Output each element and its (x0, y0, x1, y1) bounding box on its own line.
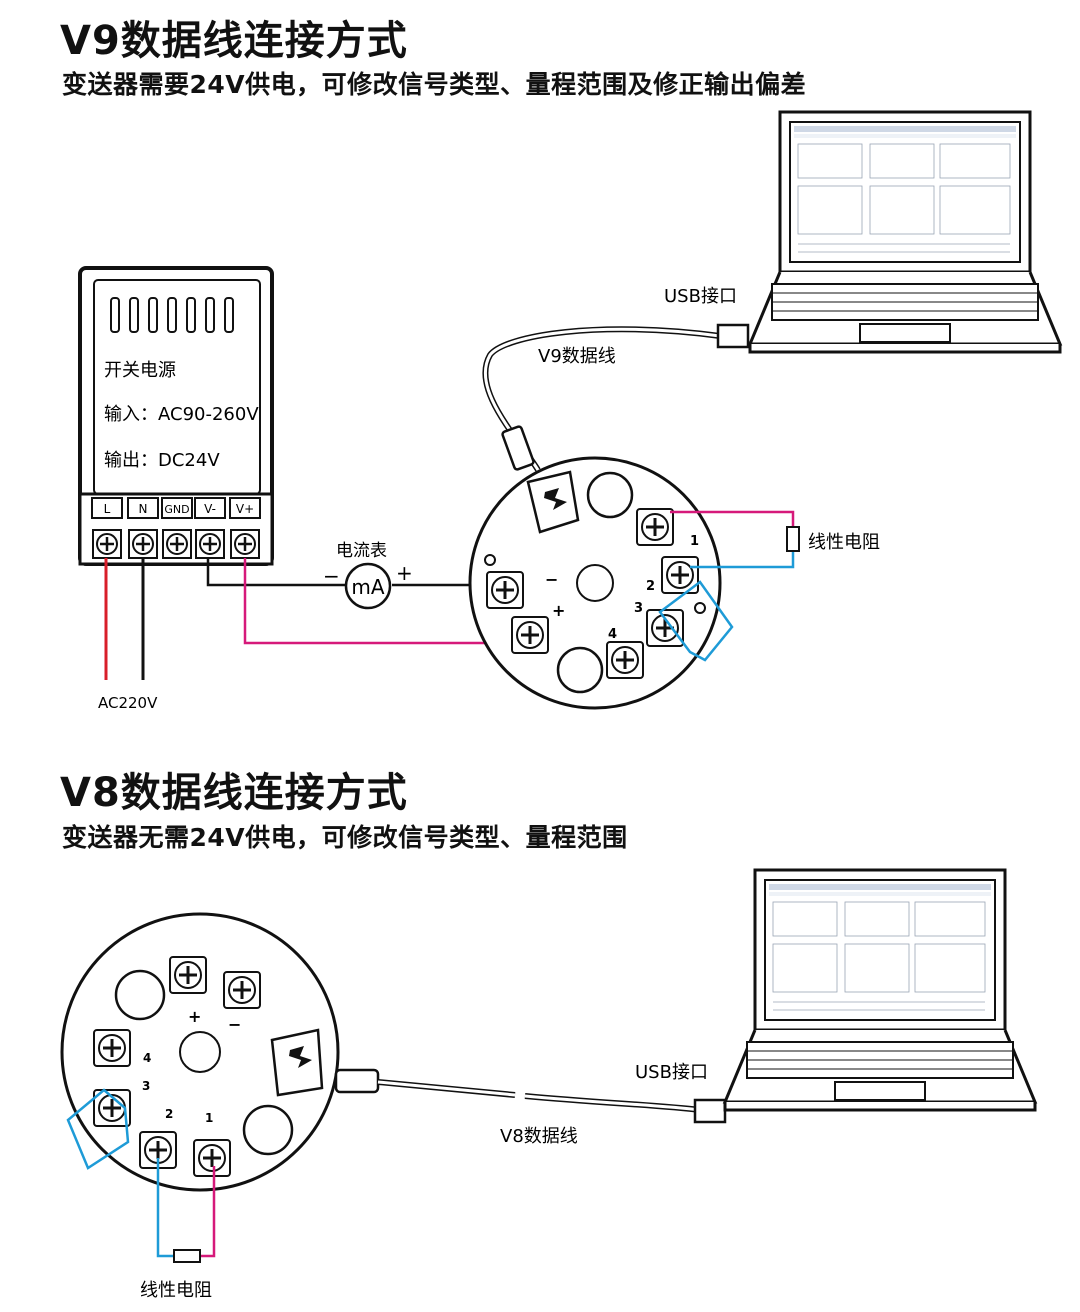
v8-term-plus: + (188, 1007, 201, 1026)
v9-resistor (786, 526, 800, 552)
v9-title: V9数据线连接方式 (60, 18, 408, 64)
v9-resistor-label: 线性电阻 (808, 532, 880, 553)
v8-cable-plug (334, 1068, 380, 1094)
v9-term-2: 2 (646, 579, 655, 594)
v8-resistor (173, 1249, 201, 1263)
v8-term-2: 2 (165, 1107, 173, 1121)
v8-resistor-wire-magenta (200, 1166, 216, 1258)
v8-term-4: 4 (143, 1051, 151, 1065)
v9-jumper (658, 580, 734, 662)
terminal-v-plus: V+ (236, 502, 254, 516)
v9-term-minus: − (545, 570, 558, 589)
wire-v-plus (243, 558, 520, 645)
v8-title: V8数据线连接方式 (60, 770, 408, 816)
ac-label: AC220V (98, 694, 158, 712)
ammeter-label: 电流表 (336, 541, 387, 561)
ammeter-minus: − (323, 564, 340, 588)
terminal-v-minus: V- (204, 502, 216, 516)
psu-terminal-block (91, 497, 261, 560)
wire-v-minus (206, 558, 345, 587)
v8-subtitle: 变送器无需24V供电，可修改信号类型、量程范围 (62, 823, 628, 852)
terminal-l: L (104, 502, 111, 516)
v8-cable-label: V8数据线 (500, 1126, 578, 1147)
v9-transmitter (468, 456, 722, 710)
v8-jumper (66, 1088, 130, 1170)
v8-term-1: 1 (205, 1111, 213, 1125)
v9-resistor-wire-1 (670, 510, 795, 528)
psu-label: 开关电源 (104, 360, 176, 381)
ammeter-unit: mA (351, 575, 384, 599)
terminal-n: N (139, 502, 148, 516)
v8-resistor-wire-blue (156, 1158, 175, 1258)
v8-term-3: 3 (142, 1079, 150, 1093)
ammeter (344, 562, 392, 610)
v9-usb-label: USB接口 (664, 286, 737, 307)
v9-resistor-wire-2 (690, 550, 795, 569)
terminal-gnd: GND (164, 503, 189, 516)
v9-term-plus: + (552, 601, 565, 620)
psu-output: 输出：DC24V (104, 450, 220, 471)
v8-usb-label: USB接口 (635, 1062, 708, 1083)
v8-transmitter (60, 912, 340, 1192)
v9-laptop (748, 110, 1062, 354)
v8-term-minus: − (228, 1015, 241, 1034)
psu-input: 输入：AC90-260V (104, 404, 259, 425)
v8-resistor-label: 线性电阻 (140, 1280, 212, 1301)
v9-subtitle: 变送器需要24V供电，可修改信号类型、量程范围及修正输出偏差 (62, 70, 807, 99)
v9-term-1: 1 (690, 534, 699, 549)
v9-term-3: 3 (634, 601, 643, 616)
v9-term-4: 4 (608, 627, 617, 642)
v8-laptop (723, 868, 1037, 1112)
v8-usb-plug (693, 1098, 727, 1124)
ammeter-plus: + (396, 561, 413, 585)
v9-cable-label: V9数据线 (538, 346, 616, 367)
